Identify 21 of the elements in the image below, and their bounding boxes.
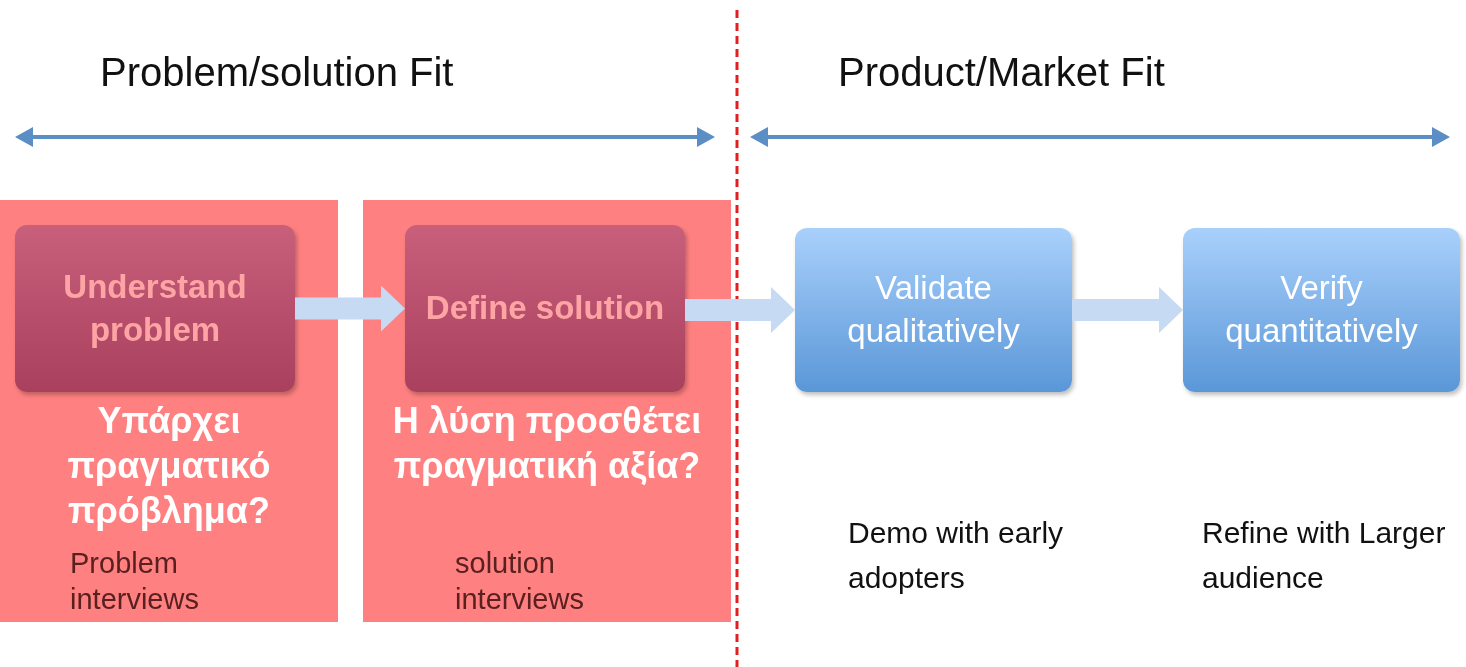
step-label: Define solution bbox=[425, 288, 665, 329]
block-arrow bbox=[1072, 287, 1183, 333]
process-box bbox=[15, 225, 295, 392]
step-note: Problem interviews bbox=[70, 546, 200, 618]
question-panel bbox=[0, 200, 338, 622]
step-label: Understand problem bbox=[62, 266, 248, 350]
step-note: Refine with Larger audience bbox=[1202, 515, 1447, 596]
step-note: Demo with early adopters bbox=[848, 515, 1065, 596]
question-text: Υπάρχει πραγματικό πρόβλημα? bbox=[66, 399, 272, 533]
question-panel bbox=[363, 200, 731, 622]
process-box bbox=[1183, 228, 1460, 392]
process-box bbox=[795, 228, 1072, 392]
process-box bbox=[405, 225, 685, 392]
block-arrow bbox=[685, 287, 795, 333]
step-label: Validate qualitatively bbox=[846, 268, 1021, 351]
step-label: Verify quantitatively bbox=[1224, 268, 1419, 351]
step-note: solution interviews bbox=[455, 546, 585, 618]
section-heading: Product/Market Fit bbox=[838, 49, 1165, 96]
question-text: Η λύση προσθέτει πραγματική αξία? bbox=[391, 399, 703, 488]
section-heading: Problem/solution Fit bbox=[100, 49, 454, 96]
block-arrow bbox=[295, 285, 405, 332]
